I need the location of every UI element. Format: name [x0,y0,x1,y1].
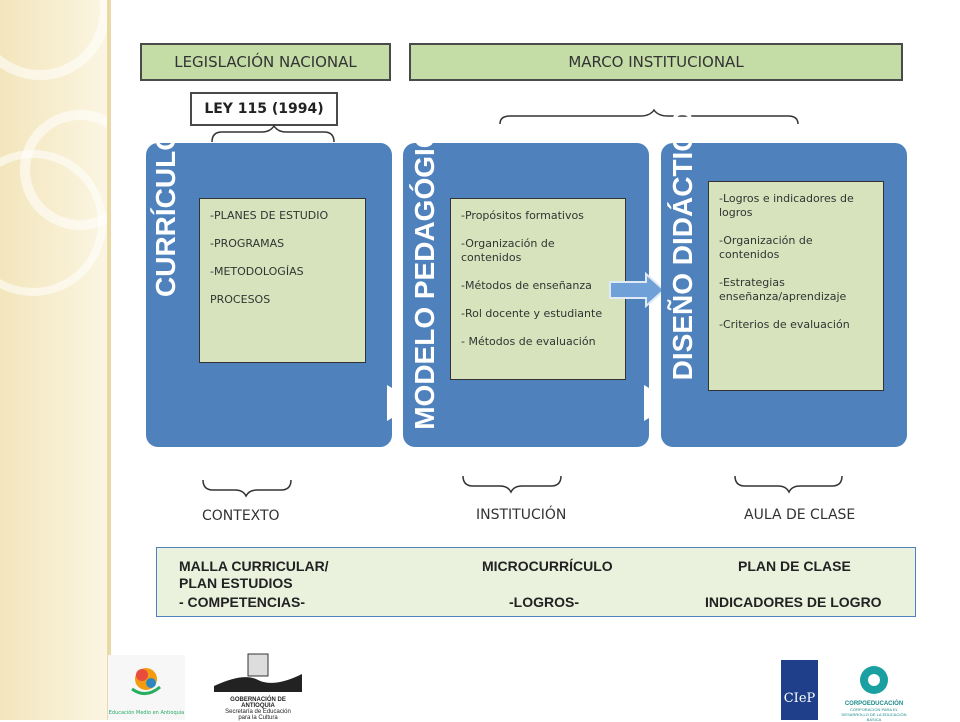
contexto-label: CONTEXTO [202,508,280,524]
curriculo-item: PROCESOS [210,293,271,306]
logros-text: -LOGROS- [509,594,579,610]
ley-box: LEY 115 (1994) [190,92,338,126]
brace-contexto [202,479,292,498]
brace-aula [734,475,843,494]
institucion-label: INSTITUCIÓN [476,507,567,523]
corpo-name: CORPOEDUCACIÓN [844,701,904,707]
modelo-item: -Propósitos formativos [461,209,584,222]
competencias-text: - COMPETENCIAS- [179,594,305,610]
antioquia-sub: Educación Medio en Antioquia [108,710,185,716]
diseno-item: -Criterios de evaluación [719,318,850,331]
brace-marco [499,108,799,125]
legislacion-nacional-header: LEGISLACIÓN NACIONAL [140,43,391,81]
curriculo-item: -PROGRAMAS [210,237,285,250]
diseno-item: -Estrategias enseñanza/aprendizaje [719,276,847,303]
modelo-items: -Propósitos formativos -Organización de … [450,198,626,380]
cep-logo: CIeP [781,660,818,720]
gobernacion-line1: GOBERNACIÓN DE ANTIOQUIA [230,697,286,709]
gobernacion-crest-icon [214,653,302,692]
ley-label: LEY 115 (1994) [204,101,324,117]
curriculo-item: -METODOLOGÍAS [210,265,304,278]
antioquia-logo: Educación Medio en Antioquia [108,655,185,720]
modelo-item: - Métodos de evaluación [461,335,596,348]
gobernacion-line3: para la Cultura [238,715,278,721]
modelo-item: -Organización de contenidos [461,237,555,264]
aula-label: AULA DE CLASE [744,507,856,523]
diseno-item: -Logros e indicadores de logros [719,192,854,219]
corpoeducacion-logo: CORPOEDUCACIÓN CORPORACIÓN PARA EL DESAR… [836,664,912,722]
summary-box: MALLA CURRICULAR/ PLAN ESTUDIOS - COMPET… [156,547,916,617]
modelo-item: -Rol docente y estudiante [461,307,603,320]
right-arrow-icon [609,272,666,308]
plan-estudios-text: PLAN ESTUDIOS [179,575,293,591]
microcurriculo-text: MICROCURRÍCULO [482,558,613,574]
marco-header-label: MARCO INSTITUCIONAL [568,53,744,71]
brace-institucion [462,475,562,494]
indicadores-text: INDICADORES DE LOGRO [705,594,882,610]
modelo-item: -Métodos de enseñanza [461,279,592,292]
marco-institucional-header: MARCO INSTITUCIONAL [409,43,903,81]
curriculo-item: -PLANES DE ESTUDIO [210,209,329,222]
legislacion-header-label: LEGISLACIÓN NACIONAL [174,53,357,71]
modelo-title: MODELO PEDAGÓGICO [409,106,440,430]
corpoeducacion-swirl-icon [860,666,888,694]
cep-text: CIeP [783,691,816,706]
diseno-item: -Organización de contenidos [719,234,813,261]
decorative-sidebar [0,0,140,720]
gobernacion-logo: GOBERNACIÓN DE ANTIOQUIA Secretaría de E… [214,652,302,721]
antioquia-swirl-icon [131,668,161,695]
diseno-items: -Logros e indicadores de logros -Organiz… [708,181,884,391]
gobernacion-line2: Secretaría de Educación [225,709,291,715]
brace-ley [211,124,335,143]
malla-text: MALLA CURRICULAR/ [179,558,329,574]
diseno-didactico-block: DISEÑO DIDÁCTICO -Logros e indicadores d… [661,110,907,447]
diseno-title: DISEÑO DIDÁCTICO [667,109,698,381]
decorative-circle [0,150,106,296]
curriculo-block: CURRÍCULO -PLANES DE ESTUDIO -PROGRAMAS … [146,129,392,447]
sidebar-divider [107,0,111,720]
curriculo-title: CURRÍCULO [150,129,181,297]
curriculo-items: -PLANES DE ESTUDIO -PROGRAMAS -METODOLOG… [199,198,366,363]
plan-clase-text: PLAN DE CLASE [738,558,851,574]
